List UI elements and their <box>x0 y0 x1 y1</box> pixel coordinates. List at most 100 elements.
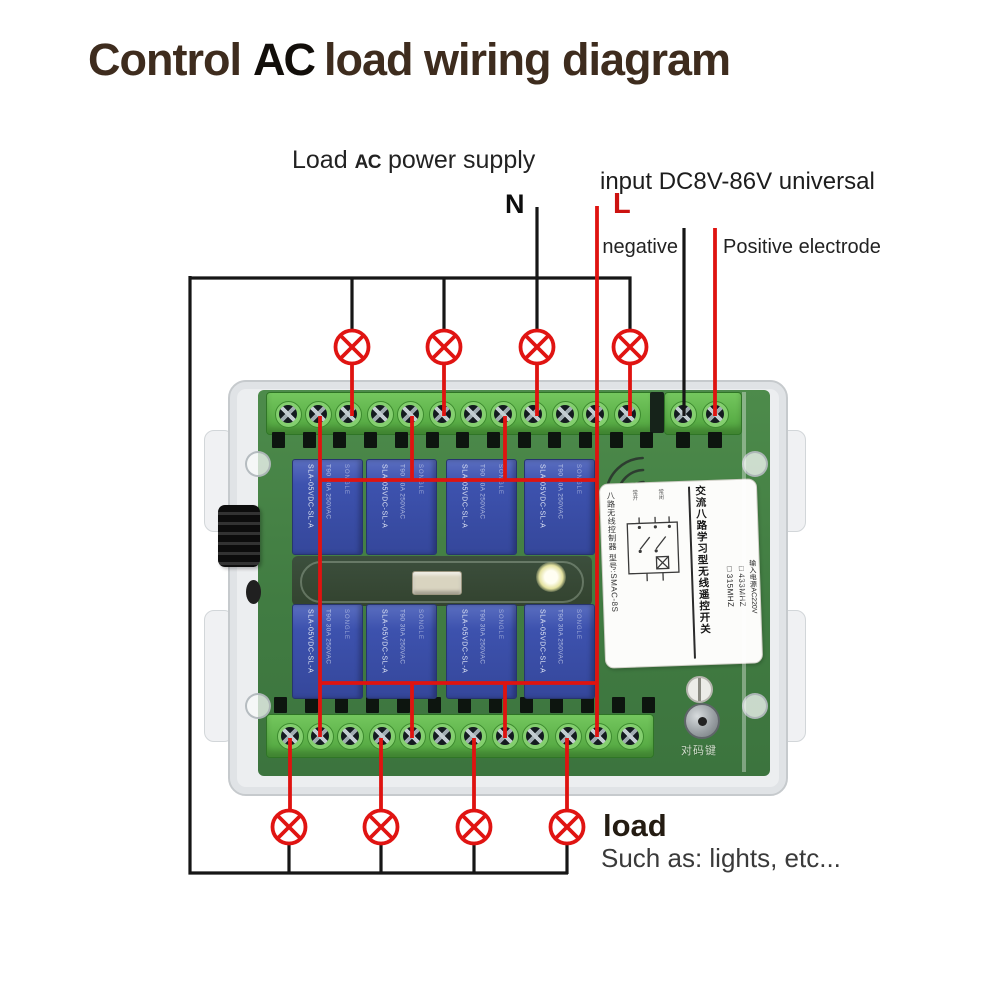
load-lamp-icon <box>425 328 463 366</box>
strip-tooth <box>425 432 439 448</box>
terminal-screw-bottom-12 <box>616 722 644 750</box>
terminal-screw-top-6 <box>428 400 456 428</box>
strip-tooth <box>548 432 562 448</box>
strip-tooth <box>609 432 623 448</box>
product-label-sticker: 交流八路学习型无线遥控开关 八路无线控制器 型号:SMAC-8S 常开 常闭 □… <box>598 478 764 669</box>
pcb-middle-gap <box>292 556 592 606</box>
sticker-pin-closed: 常闭 <box>657 488 664 500</box>
live-label: L <box>613 188 631 220</box>
strip-tooth <box>579 432 592 448</box>
terminal-screw-top-10 <box>551 400 579 428</box>
terminal-screw-bottom-6 <box>428 722 456 750</box>
input-voltage-label: input DC8V-86V universal <box>600 168 875 195</box>
case-screw-boss <box>245 693 271 719</box>
relay-marking: SONGLE <box>574 609 581 641</box>
strip-tooth <box>517 432 531 448</box>
relay-2: SLA-05VDC-SL-A T90 30A 250VAC SONGLE <box>366 459 437 555</box>
sticker-power: 输入电源AC220V <box>748 559 758 614</box>
strip-tooth <box>335 697 349 713</box>
strip-tooth <box>302 432 316 448</box>
relay-marking: T90 30A 250VAC <box>556 464 564 520</box>
relay-marking: SLA-05VDC-SL-A <box>380 609 388 674</box>
terminal-screw-bottom-7 <box>459 722 487 750</box>
relay-marking: SLA-05VDC-SL-A <box>538 609 546 674</box>
title-word-rest: load wiring diagram <box>323 34 731 85</box>
relay-marking: T90 30A 250VAC <box>398 464 406 520</box>
relay-marking: SONGLE <box>416 464 423 496</box>
load-lamp-icon <box>270 808 308 846</box>
relay-marking: SLA-05VDC-SL-A <box>538 464 546 529</box>
terminal-screw-top-9 <box>519 400 547 428</box>
terminal-screw-top-8 <box>489 400 517 428</box>
relay-marking: T90 30A 250VAC <box>556 609 564 665</box>
relay-marking: SLA-05VDC-SL-A <box>380 464 388 529</box>
relay-marking: SONGLE <box>342 609 349 641</box>
strip-tooth <box>272 432 285 448</box>
relay-marking: SLA-05VDC-SL-A <box>306 464 314 529</box>
relay-marking: SLA-05VDC-SL-A <box>460 609 468 674</box>
relay-5: SLA-05VDC-SL-A T90 30A 250VAC SONGLE <box>292 604 363 699</box>
case-screw-boss <box>742 693 768 719</box>
relay-marking: T90 30A 250VAC <box>478 609 486 665</box>
sticker-schematic <box>626 516 680 582</box>
load-word: Load <box>292 146 348 174</box>
trimmer-pot <box>686 676 713 703</box>
strip-tooth <box>366 697 380 713</box>
positive-electrode-label: Positive electrode <box>723 236 881 258</box>
strip-tooth <box>708 432 722 448</box>
load-lamp-icon <box>611 328 649 366</box>
load-subtext: Such as: lights, etc... <box>601 843 841 873</box>
terminal-screw-bottom-11 <box>584 722 612 750</box>
sticker-model-cn: 八路无线控制器 型号:SMAC-8S <box>606 491 620 613</box>
strip-tooth <box>642 697 656 713</box>
strip-tooth <box>396 697 410 713</box>
load-lamp-icon <box>455 808 493 846</box>
relay-marking: SONGLE <box>496 609 503 641</box>
relay-7: SLA-05VDC-SL-A T90 30A 250VAC SONGLE <box>446 604 517 699</box>
title-word-ac: AC <box>252 34 316 85</box>
relay-marking: SONGLE <box>496 464 503 496</box>
relay-marking: T90 30A 250VAC <box>478 464 486 520</box>
load-lamp-icon <box>518 328 556 366</box>
terminal-screw-bottom-3 <box>336 722 364 750</box>
neutral-top-bus <box>190 276 632 330</box>
antenna-coil <box>218 505 260 567</box>
negative-label: negative <box>602 236 678 258</box>
terminal-screw-bottom-2 <box>306 722 334 750</box>
terminal-screw-top-7 <box>459 400 487 428</box>
terminal-screw-top-1 <box>274 400 302 428</box>
strip-tooth <box>427 697 441 713</box>
strip-tooth <box>304 697 318 713</box>
led-glow <box>536 562 566 592</box>
case-screw-boss <box>742 451 768 477</box>
load-lamp-icon <box>333 328 371 366</box>
buzzer-cylinder <box>684 703 720 739</box>
neutral-label: N <box>505 189 525 219</box>
pcb-silkscreen-text: 对码键 <box>681 745 717 757</box>
terminal-screw-bottom-9 <box>521 722 549 750</box>
relay-marking: SLA-05VDC-SL-A <box>306 609 314 674</box>
strip-tooth <box>550 697 564 713</box>
terminal-screw-bottom-10 <box>554 722 582 750</box>
terminal-screw-top-5 <box>396 400 424 428</box>
case-screw-boss <box>245 451 271 477</box>
relay-marking: SONGLE <box>416 609 423 641</box>
power-supply-word: power supply <box>387 146 536 174</box>
load-lamp-icon <box>548 808 586 846</box>
fuse-component <box>412 571 462 595</box>
strip-tooth <box>458 697 472 713</box>
terminal-screw-top-12 <box>613 400 641 428</box>
strip-tooth <box>456 432 470 448</box>
ac-word: AC <box>354 152 382 173</box>
strip-tooth <box>640 432 654 448</box>
terminal-screw-top-11 <box>581 400 609 428</box>
load-lamp-icon <box>362 808 400 846</box>
strip-tooth <box>364 432 378 448</box>
relay-marking: T90 30A 250VAC <box>324 609 332 665</box>
strip-tooth <box>581 697 594 713</box>
